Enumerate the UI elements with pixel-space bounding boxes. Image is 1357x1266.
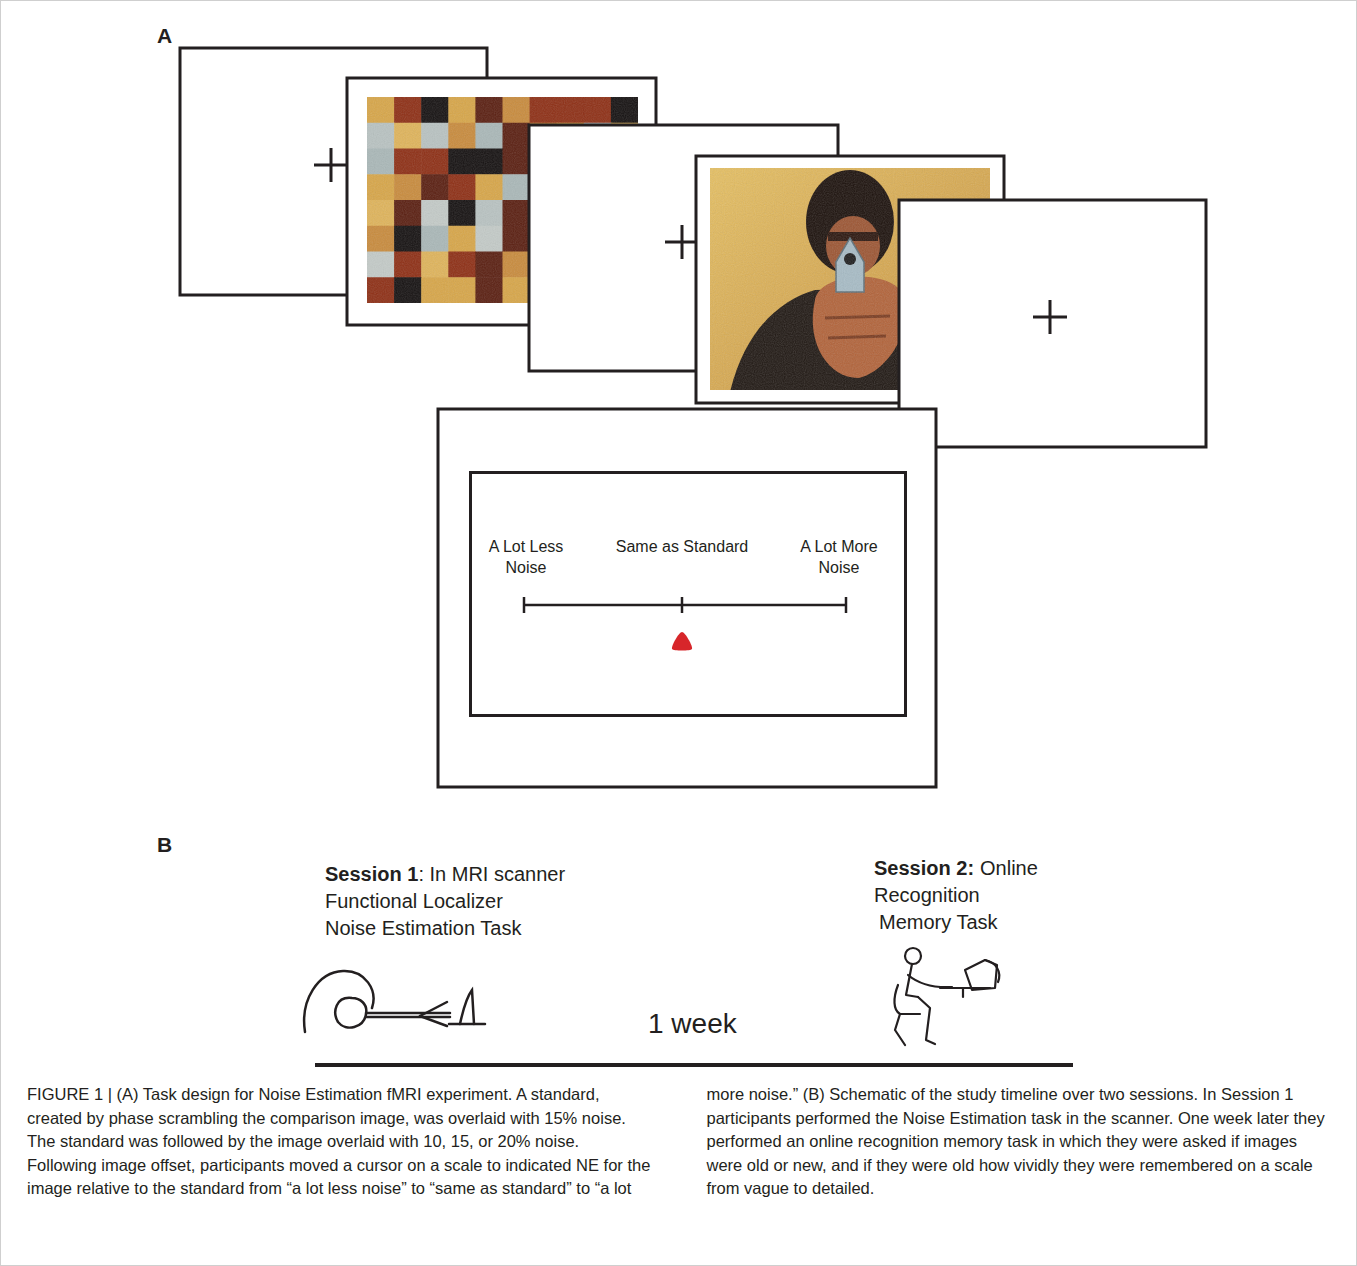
panel-letter: A xyxy=(157,24,172,48)
fixation-frame xyxy=(899,200,1206,447)
timeline-axis xyxy=(315,1063,1073,1067)
scale-panel: A Lot Less Noise Same as Standard A Lot Mo… xyxy=(469,471,907,717)
scale-label: A Lot More Noise xyxy=(787,536,891,578)
session-task: Noise Estimation Task xyxy=(325,916,521,940)
figure-caption: FIGURE 1 | (A) Task design for Noise Est… xyxy=(27,1083,1330,1201)
session-task: Recognition xyxy=(874,883,980,907)
cursor xyxy=(672,632,692,651)
session-task: Functional Localizer xyxy=(325,889,503,913)
session-heading: Session 2: xyxy=(874,856,974,880)
rating-screen xyxy=(438,409,936,787)
scale-label: Same as Standard xyxy=(616,536,749,557)
scale-label: A Lot Less Noise xyxy=(474,536,578,578)
session-heading: Session 1 xyxy=(325,862,418,886)
scanner-icon xyxy=(304,971,485,1032)
interval-label: 1 week xyxy=(648,1008,737,1040)
session-task: Memory Task xyxy=(879,910,998,934)
computer-user-icon xyxy=(894,948,999,1045)
session-note: Online xyxy=(980,856,1038,880)
panel-letter: B xyxy=(157,833,172,857)
session-note: : In MRI scanner xyxy=(418,862,565,886)
